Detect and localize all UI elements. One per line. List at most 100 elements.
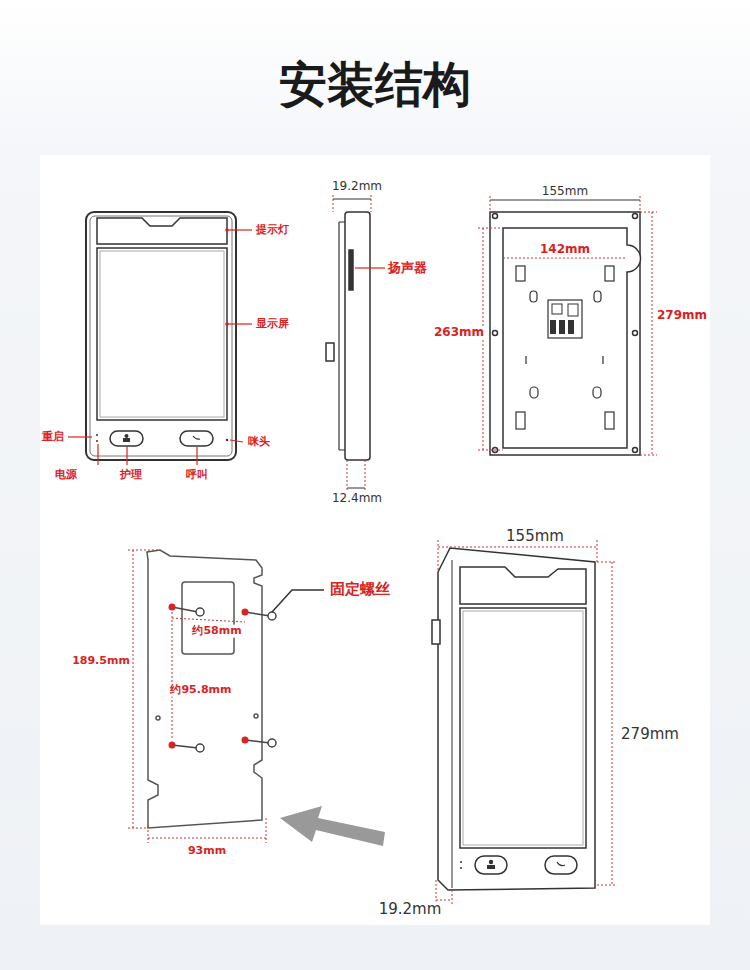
figure-line bbox=[490, 200, 640, 201]
figure-path bbox=[557, 862, 565, 866]
figure-circle bbox=[493, 214, 498, 219]
figure-line bbox=[347, 488, 365, 489]
figure-path bbox=[452, 560, 453, 888]
dimension-label: 12.4mm bbox=[330, 492, 384, 506]
figure-circle bbox=[196, 608, 204, 616]
figure-g bbox=[172, 607, 276, 752]
dimension-label: 19.2mm bbox=[377, 901, 444, 918]
dimension-label: 93mm bbox=[186, 845, 228, 858]
figure-g bbox=[86, 212, 236, 460]
figure-circle bbox=[125, 434, 129, 438]
figure-rect bbox=[123, 438, 130, 442]
figure-rect bbox=[460, 608, 586, 848]
figure-g bbox=[436, 540, 617, 906]
figure-rect bbox=[552, 304, 562, 314]
figure-line bbox=[245, 612, 270, 616]
figure-rect bbox=[605, 412, 614, 429]
figure-line bbox=[339, 450, 345, 451]
dimension-label: 扬声器 bbox=[386, 261, 429, 276]
figure-path bbox=[193, 436, 200, 439]
figure-rect bbox=[110, 431, 143, 446]
figure-rect bbox=[475, 856, 507, 874]
figure-line bbox=[652, 212, 653, 455]
figure-rect bbox=[182, 582, 234, 654]
figure-rect bbox=[594, 291, 601, 302]
figure-g bbox=[333, 195, 371, 492]
figure-circle bbox=[493, 331, 498, 336]
figure-line bbox=[172, 612, 173, 740]
figure-line bbox=[148, 826, 149, 843]
figure-path bbox=[272, 590, 324, 612]
dimension-label: 142mm bbox=[538, 243, 592, 257]
figure-line bbox=[97, 444, 98, 465]
figure-circle bbox=[225, 228, 229, 232]
figure-line bbox=[230, 440, 243, 442]
figure-line bbox=[478, 228, 503, 229]
figure-line bbox=[436, 900, 452, 901]
dimension-label: 护理 bbox=[118, 469, 144, 482]
figure-g bbox=[478, 196, 657, 455]
dimension-label: 19.2mm bbox=[330, 180, 384, 194]
figure-line bbox=[640, 196, 641, 212]
figure-rect bbox=[90, 216, 232, 456]
figure-g bbox=[490, 212, 641, 455]
figure-circle bbox=[633, 331, 638, 336]
figure-line bbox=[245, 740, 270, 743]
figure-line bbox=[339, 222, 345, 223]
figure-circle bbox=[169, 742, 176, 749]
figure-line bbox=[148, 838, 266, 839]
figure-line bbox=[438, 540, 439, 572]
figure-circle bbox=[633, 214, 638, 219]
figure-circle bbox=[169, 604, 176, 611]
figure-line bbox=[371, 195, 372, 212]
figure-line bbox=[347, 460, 348, 492]
figure-g bbox=[128, 550, 266, 843]
figure-line bbox=[503, 258, 627, 259]
dimension-label: 189.5mm bbox=[70, 655, 132, 668]
figure-line bbox=[126, 447, 127, 465]
figure-rect bbox=[545, 856, 577, 874]
figure-rect bbox=[530, 387, 538, 398]
dimension-label: 279mm bbox=[655, 309, 709, 323]
figure-line bbox=[68, 436, 92, 437]
figure-path bbox=[460, 567, 586, 604]
figure-g bbox=[333, 199, 371, 488]
figure-rect bbox=[326, 343, 334, 361]
figure-circle bbox=[633, 448, 638, 453]
figure-line bbox=[196, 447, 197, 465]
figure-circle bbox=[225, 322, 229, 326]
figure-circle bbox=[254, 714, 258, 718]
figure-path bbox=[438, 548, 595, 890]
figure-circle bbox=[242, 737, 249, 744]
figure-rect bbox=[516, 412, 525, 429]
figure-g bbox=[432, 548, 595, 890]
figure-line bbox=[172, 745, 198, 748]
dimension-label: 咪头 bbox=[246, 436, 272, 449]
dimension-label: 提示灯 bbox=[254, 224, 291, 237]
figure-rect bbox=[345, 212, 370, 460]
figure-g bbox=[169, 604, 249, 749]
figure-rect bbox=[349, 250, 353, 290]
figure-circle bbox=[242, 609, 249, 616]
dimension-label: 155mm bbox=[504, 528, 566, 545]
figure-circle bbox=[96, 434, 98, 436]
figure-rect bbox=[180, 431, 213, 446]
figure-line bbox=[640, 212, 657, 213]
figure-line bbox=[128, 550, 160, 551]
figure-circle bbox=[489, 860, 493, 864]
figure-path bbox=[97, 218, 227, 244]
figure-line bbox=[365, 460, 366, 492]
figure-line bbox=[133, 550, 134, 828]
figure-circle bbox=[96, 440, 98, 442]
figure-rect bbox=[548, 300, 582, 338]
figure-line bbox=[355, 267, 385, 268]
figure-rect bbox=[568, 304, 578, 316]
figure-line bbox=[227, 323, 252, 324]
figure-rect bbox=[86, 212, 236, 460]
figure-g bbox=[68, 228, 252, 465]
figure-line bbox=[452, 890, 453, 906]
page-title: 安装结构 bbox=[279, 53, 471, 117]
dimension-label: 显示屏 bbox=[254, 318, 291, 331]
figure-path bbox=[147, 550, 262, 828]
figure-rect bbox=[559, 320, 565, 334]
